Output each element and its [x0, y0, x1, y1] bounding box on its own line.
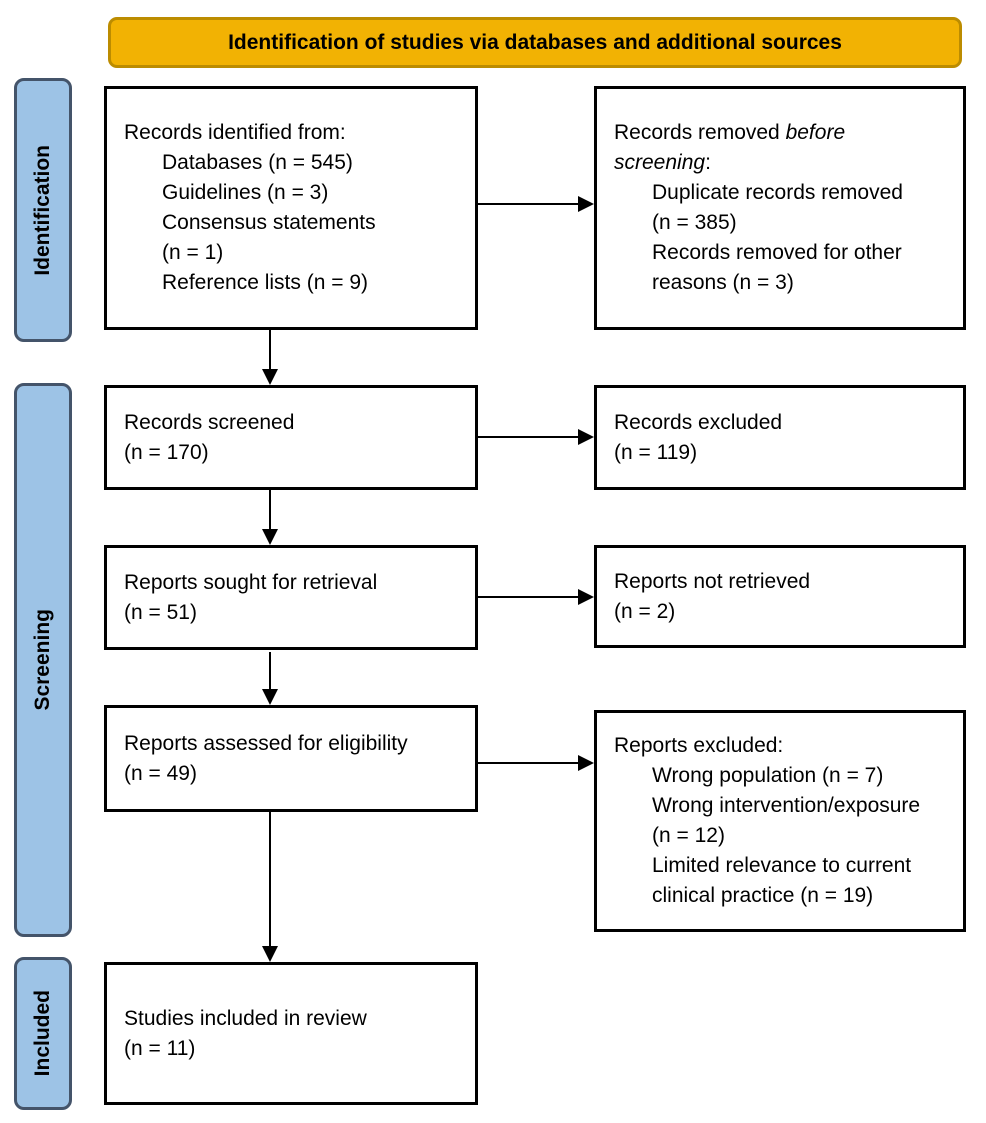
box-line: Duplicate records removed — [652, 181, 903, 204]
box-line: (n = 385) — [652, 211, 737, 234]
box-line: Records excluded — [614, 410, 783, 434]
arrow-sought-to-not-retrieved-icon — [478, 589, 594, 605]
box-line: Studies included in review — [124, 1006, 367, 1030]
box-line: Wrong population (n = 7) — [652, 764, 884, 787]
stage-label-included-text: Included — [31, 990, 54, 1077]
box-reports-excluded: Reports excluded: Wrong population (n = … — [594, 710, 966, 932]
box-line: (n = 1) — [162, 241, 224, 264]
box-line: Reports sought for retrieval — [124, 570, 378, 594]
stage-label-screening-text: Screening — [31, 609, 54, 711]
heading-normal: Records removed — [614, 121, 786, 144]
box-line: Consensus statements — [162, 211, 376, 234]
title-banner-label: Identification of studies via databases … — [228, 30, 842, 54]
box-line: (n = 2) — [614, 599, 676, 623]
box-line: Reference lists (n = 9) — [162, 271, 369, 294]
box-studies-included: Studies included in review (n = 11) — [104, 962, 478, 1105]
box-reports-assessed: Reports assessed for eligibility (n = 49… — [104, 705, 478, 812]
arrow-assessed-to-reports-excluded-icon — [478, 755, 594, 771]
box-line: Limited relevance to current — [652, 854, 912, 877]
box-line: (n = 170) — [124, 440, 209, 464]
stage-label-identification-text: Identification — [31, 144, 54, 276]
stage-label-included: Included — [14, 957, 72, 1110]
box-line: (n = 12) — [652, 824, 725, 847]
box-line: Databases (n = 545) — [162, 151, 353, 174]
heading-normal: : — [705, 151, 711, 174]
box-line: reasons (n = 3) — [652, 271, 794, 294]
box-line: (n = 119) — [614, 440, 698, 464]
box-line: clinical practice (n = 19) — [652, 884, 874, 907]
box-records-identified: Records identified from: Databases (n = … — [104, 86, 478, 330]
arrow-sought-to-assessed-icon — [262, 652, 278, 705]
box-records-excluded: Records excluded (n = 119) — [594, 385, 966, 490]
arrow-identified-to-screened-icon — [262, 330, 278, 385]
arrow-identified-to-removed-icon — [478, 196, 594, 212]
box-line: Reports excluded: — [614, 734, 784, 757]
box-line: (n = 49) — [124, 761, 197, 785]
box-line: Wrong intervention/exposure — [652, 794, 921, 817]
stage-label-screening: Screening — [14, 383, 72, 937]
box-records-screened: Records screened (n = 170) — [104, 385, 478, 490]
heading-italic: screening — [614, 151, 706, 174]
title-banner: Identification of studies via databases … — [108, 17, 962, 68]
box-line: Records removed for other — [652, 241, 902, 264]
box-reports-not-retrieved: Reports not retrieved (n = 2) — [594, 545, 966, 648]
box-line: Records identified from: — [124, 121, 346, 144]
stage-label-identification: Identification — [14, 78, 72, 342]
box-line: Reports assessed for eligibility — [124, 731, 408, 755]
arrow-screened-to-sought-icon — [262, 490, 278, 545]
arrow-assessed-to-included-icon — [262, 812, 278, 962]
box-line: Reports not retrieved — [614, 569, 811, 593]
box-records-removed: Records removed before screening: Duplic… — [594, 86, 966, 330]
heading-italic: before — [785, 121, 846, 144]
box-line: (n = 51) — [124, 600, 197, 624]
box-line: Records removed before — [614, 118, 953, 148]
box-line: Guidelines (n = 3) — [162, 181, 329, 204]
box-reports-sought: Reports sought for retrieval (n = 51) — [104, 545, 478, 650]
arrow-screened-to-excluded-icon — [478, 429, 594, 445]
box-line: screening: — [614, 148, 953, 178]
box-line: (n = 11) — [124, 1036, 196, 1060]
box-line: Records screened — [124, 410, 295, 434]
